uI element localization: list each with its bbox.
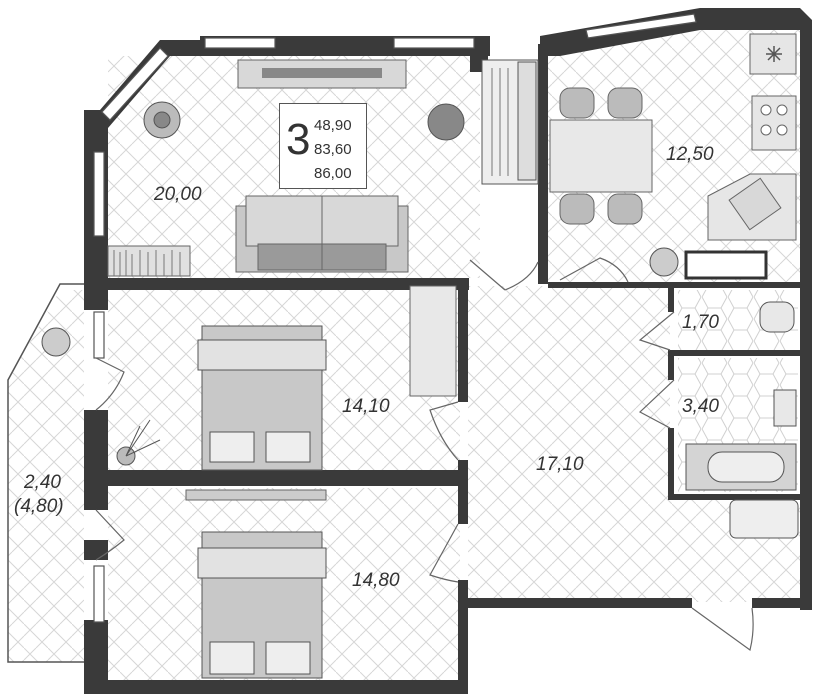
balcony-railing [7, 283, 84, 663]
bedroom-1-area: 14,10 [342, 396, 390, 417]
piano-icon [481, 59, 539, 185]
bathtub-icon [685, 443, 797, 491]
toilet-area: 1,70 [682, 312, 719, 333]
total-area-with-balcony-value: 86,00 [314, 165, 352, 182]
hall-area: 17,10 [536, 454, 584, 475]
bedroom-plant-icon [116, 419, 161, 466]
sofa-icon [235, 195, 409, 273]
toilet-icon [759, 301, 795, 333]
kitchen-counter-icon [707, 33, 797, 241]
living-room-area: 20,00 [154, 184, 202, 205]
floor-balcony [8, 290, 84, 662]
sink-icon [773, 389, 797, 427]
asterisk-icon [766, 46, 782, 62]
bath-mat-icon [729, 499, 799, 539]
rooms-count: 3 [286, 115, 311, 164]
appliance-icon [684, 250, 768, 280]
dining-table-icon [549, 87, 653, 225]
plant-icon [143, 101, 181, 139]
tv-stand-icon [237, 59, 407, 89]
table-round-icon [427, 103, 465, 141]
doors [95, 257, 754, 652]
kitchen-area: 12,50 [666, 144, 714, 165]
living-area-value: 48,90 [314, 117, 352, 134]
balcony-full-area: (4,80) [14, 496, 64, 517]
apartment-summary-badge: 3 48,90 83,60 86,00 [279, 103, 367, 189]
wardrobe-icon [409, 285, 457, 397]
bed-2-icon [197, 531, 327, 679]
bathroom-area: 3,40 [682, 396, 719, 417]
balcony-area: 2,40 [24, 472, 61, 493]
bookshelf-icon [107, 245, 191, 277]
bedroom-2-area: 14,80 [352, 570, 400, 591]
total-area-value: 83,60 [314, 141, 352, 158]
tv-stand-2-icon [185, 489, 327, 501]
balcony-plant-icon [41, 327, 71, 357]
windows [93, 13, 697, 623]
bed-1-icon [197, 325, 327, 471]
floor-hall [468, 286, 800, 602]
kitchen-plant-icon [649, 247, 679, 277]
